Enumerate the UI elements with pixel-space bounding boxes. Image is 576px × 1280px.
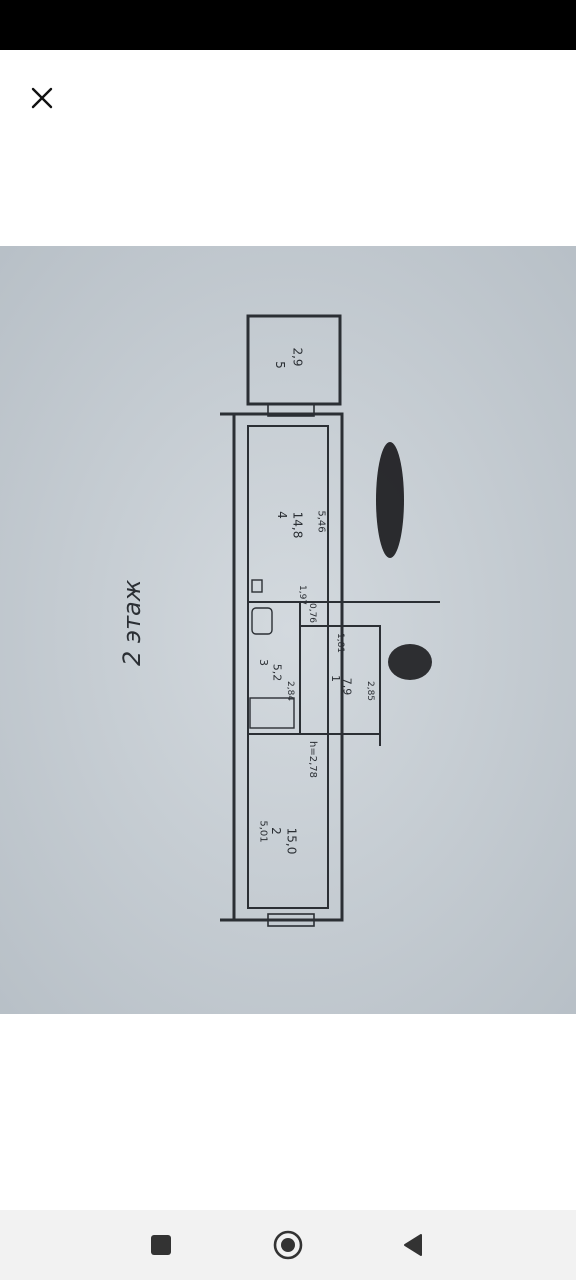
floor-label: 2 этаж (118, 579, 146, 666)
recents-button[interactable] (143, 1227, 179, 1263)
room-1-dim: 2,85 (365, 680, 376, 702)
home-button[interactable] (270, 1227, 306, 1263)
room-4-area: 14,8 (290, 511, 305, 539)
dim-1-81: 1,81 (335, 632, 346, 654)
triangle-back-icon (404, 1234, 422, 1256)
close-icon (31, 87, 53, 109)
floor-plan-drawing (0, 246, 576, 1014)
navigation-bar (0, 1210, 576, 1280)
height-label: h=2,78 (306, 741, 318, 778)
close-button[interactable] (22, 78, 62, 118)
room-5-area: 2,9 (290, 347, 305, 367)
back-button[interactable] (395, 1227, 431, 1263)
dim-1-97: 1,97 (297, 584, 308, 606)
room-2-dim: 5,01 (257, 820, 269, 843)
room-3-area: 5,2 (270, 663, 284, 682)
room-3-dim: 2,84 (285, 680, 296, 702)
square-icon (151, 1235, 171, 1255)
room-2-number: 2 (268, 827, 283, 835)
room-4-dim: 5,46 (315, 510, 327, 533)
dim-0-76: 0,76 (307, 602, 318, 624)
room-3-number: 3 (257, 659, 270, 666)
circle-home-icon (273, 1230, 303, 1260)
floor-plan-photo[interactable]: 2 этаж 5 2,9 4 14,8 5,46 1,97 0,76 1,81 … (0, 246, 576, 1014)
status-bar (0, 0, 576, 50)
room-4-number: 4 (274, 511, 289, 519)
room-1-area: 7,9 (340, 677, 354, 696)
room-2-area: 15,0 (284, 827, 299, 855)
room-5-number: 5 (272, 361, 287, 369)
